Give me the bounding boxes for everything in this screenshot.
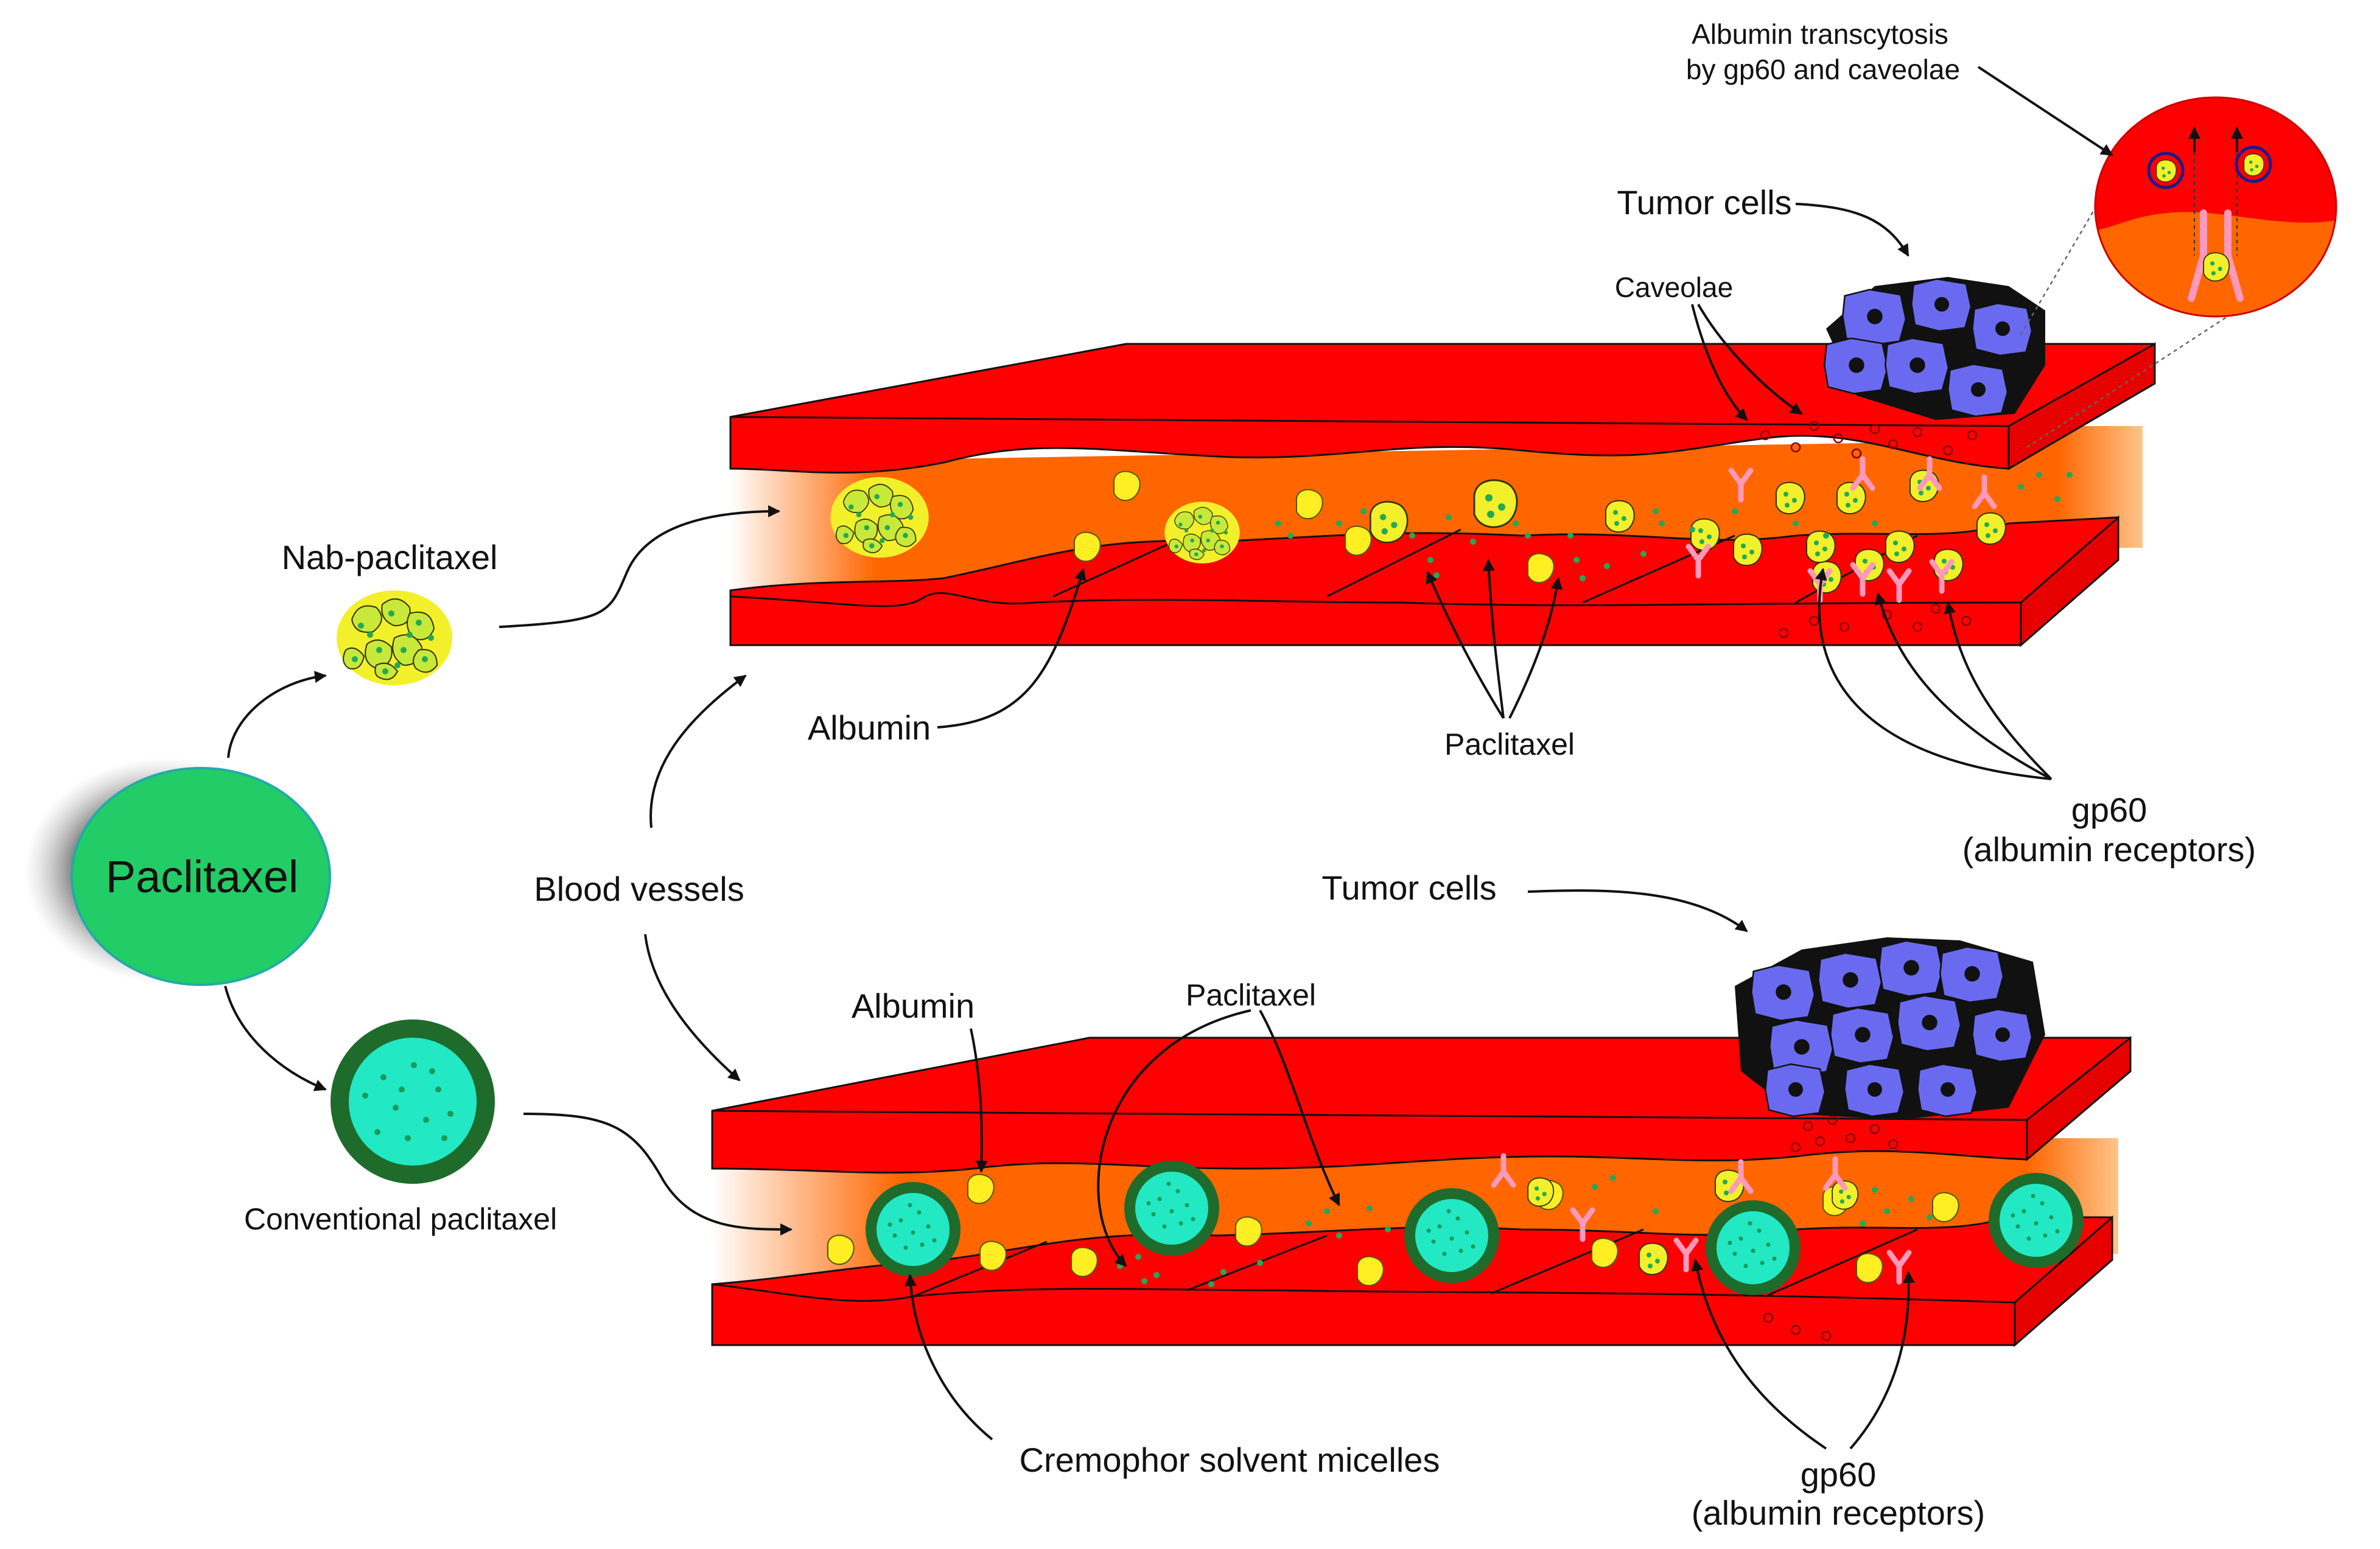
top-blood-vessel [729, 342, 2156, 648]
caveolae-label: Caveolae [1615, 271, 1733, 303]
top-vessel-contents [830, 421, 2073, 638]
top-vessel-upper-wall [729, 343, 2156, 474]
top-tumor-cells [1824, 277, 2045, 420]
cremophor-label: Cremophor solvent micelles [1020, 1441, 1440, 1479]
blood-vessels-label: Blood vessels [534, 870, 744, 908]
bottom-paclitaxel-label: Paclitaxel [1186, 978, 1316, 1012]
transcytosis-inset [2020, 96, 2337, 449]
bottom-tumor-cells-label: Tumor cells [1321, 869, 1496, 907]
top-gp60-label-line2: (albumin receptors) [1962, 830, 2256, 869]
bottom-albumin-label: Albumin [852, 987, 975, 1025]
paclitaxel-label: Paclitaxel [106, 851, 299, 902]
bottom-gp60-label-line2: (albumin receptors) [1692, 1494, 1985, 1532]
top-tumor-cells-label: Tumor cells [1617, 183, 1791, 222]
transcytosis-label-line1: Albumin transcytosis [1692, 18, 1948, 50]
labels: Albumin transcytosis by gp60 and caveola… [808, 18, 2256, 1532]
paclitaxel-ellipse [71, 767, 331, 986]
nab-paclitaxel-particle: Nab-paclitaxel [282, 538, 498, 686]
top-gp60-label-line1: gp60 [2071, 791, 2147, 829]
conventional-micelle: Conventional paclitaxel [244, 1019, 557, 1236]
transcytosis-label-line2: by gp60 and caveolae [1686, 54, 1960, 85]
nab-paclitaxel-label: Nab-paclitaxel [282, 538, 498, 576]
top-albumin-label: Albumin [808, 708, 931, 747]
conventional-paclitaxel-label: Conventional paclitaxel [244, 1202, 557, 1236]
arrows [224, 66, 2113, 1450]
bottom-gp60-label-line1: gp60 [1801, 1455, 1877, 1494]
top-paclitaxel-label: Paclitaxel [1444, 727, 1575, 761]
paclitaxel-source: Paclitaxel [24, 758, 331, 986]
bottom-tumor-cells [1735, 937, 2045, 1120]
bottom-vessel-contents [827, 1105, 2084, 1341]
